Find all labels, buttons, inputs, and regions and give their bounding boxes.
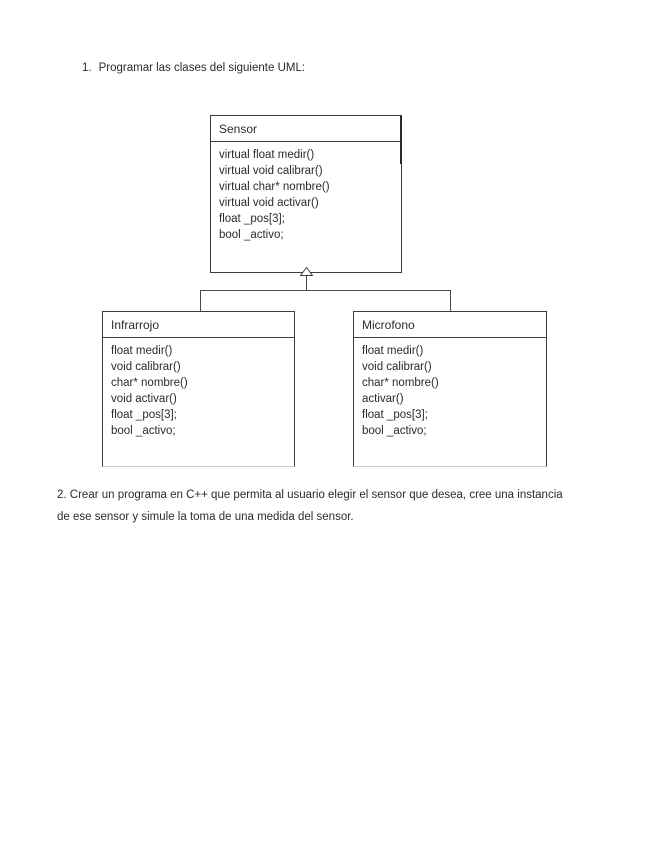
class-members-sensor: virtual float medir() virtual void calib… [211,142,401,243]
class-member: float medir() [362,345,424,357]
class-members-infrarrojo: float medir() void calibrar() char* nomb… [103,338,294,439]
class-title-microfono: Microfono [354,312,546,338]
class-member: virtual void calibrar() [219,165,323,177]
class-member: void calibrar() [362,361,432,373]
task-2-paragraph: 2. Crear un programa en C++ que permita … [57,484,563,528]
class-member: virtual char* nombre() [219,181,330,193]
inheritance-line-vertical-left [200,290,201,311]
class-member: void activar() [111,393,177,405]
class-box-microfono: Microfono float medir() void calibrar() … [353,311,547,467]
inheritance-triangle-icon [300,267,313,276]
class-member: float _pos[3]; [111,409,177,421]
task-2-line-1: 2. Crear un programa en C++ que permita … [57,489,563,501]
inheritance-line-vertical-top [306,273,307,290]
class-member: void calibrar() [111,361,181,373]
class-member: bool _activo; [219,229,284,241]
class-title-sensor: Sensor [211,116,401,142]
task-1-text: Programar las clases del siguiente UML: [98,62,306,74]
class-box-infrarrojo: Infrarrojo float medir() void calibrar()… [102,311,295,467]
class-member: float medir() [111,345,173,357]
class-member: float _pos[3]; [362,409,428,421]
task-1-line: 1. Programar las clases del siguiente UML… [82,62,305,74]
class-member: float _pos[3]; [219,213,285,225]
sensor-box-edge-artifact [400,116,402,164]
class-member: activar() [362,393,404,405]
class-member: char* nombre() [362,377,439,389]
class-member: bool _activo; [111,425,176,437]
class-member: char* nombre() [111,377,188,389]
task-1-number: 1. [82,62,92,74]
class-title-infrarrojo: Infrarrojo [103,312,294,338]
class-box-sensor: Sensor virtual float medir() virtual voi… [210,115,402,273]
inheritance-line-vertical-right [450,290,451,311]
class-members-microfono: float medir() void calibrar() char* nomb… [354,338,546,439]
class-member: virtual float medir() [219,149,315,161]
task-2-line-2: de ese sensor y simule la toma de una me… [57,511,354,523]
class-member: virtual void activar() [219,197,319,209]
inheritance-line-horizontal [200,290,451,291]
class-member: bool _activo; [362,425,427,437]
